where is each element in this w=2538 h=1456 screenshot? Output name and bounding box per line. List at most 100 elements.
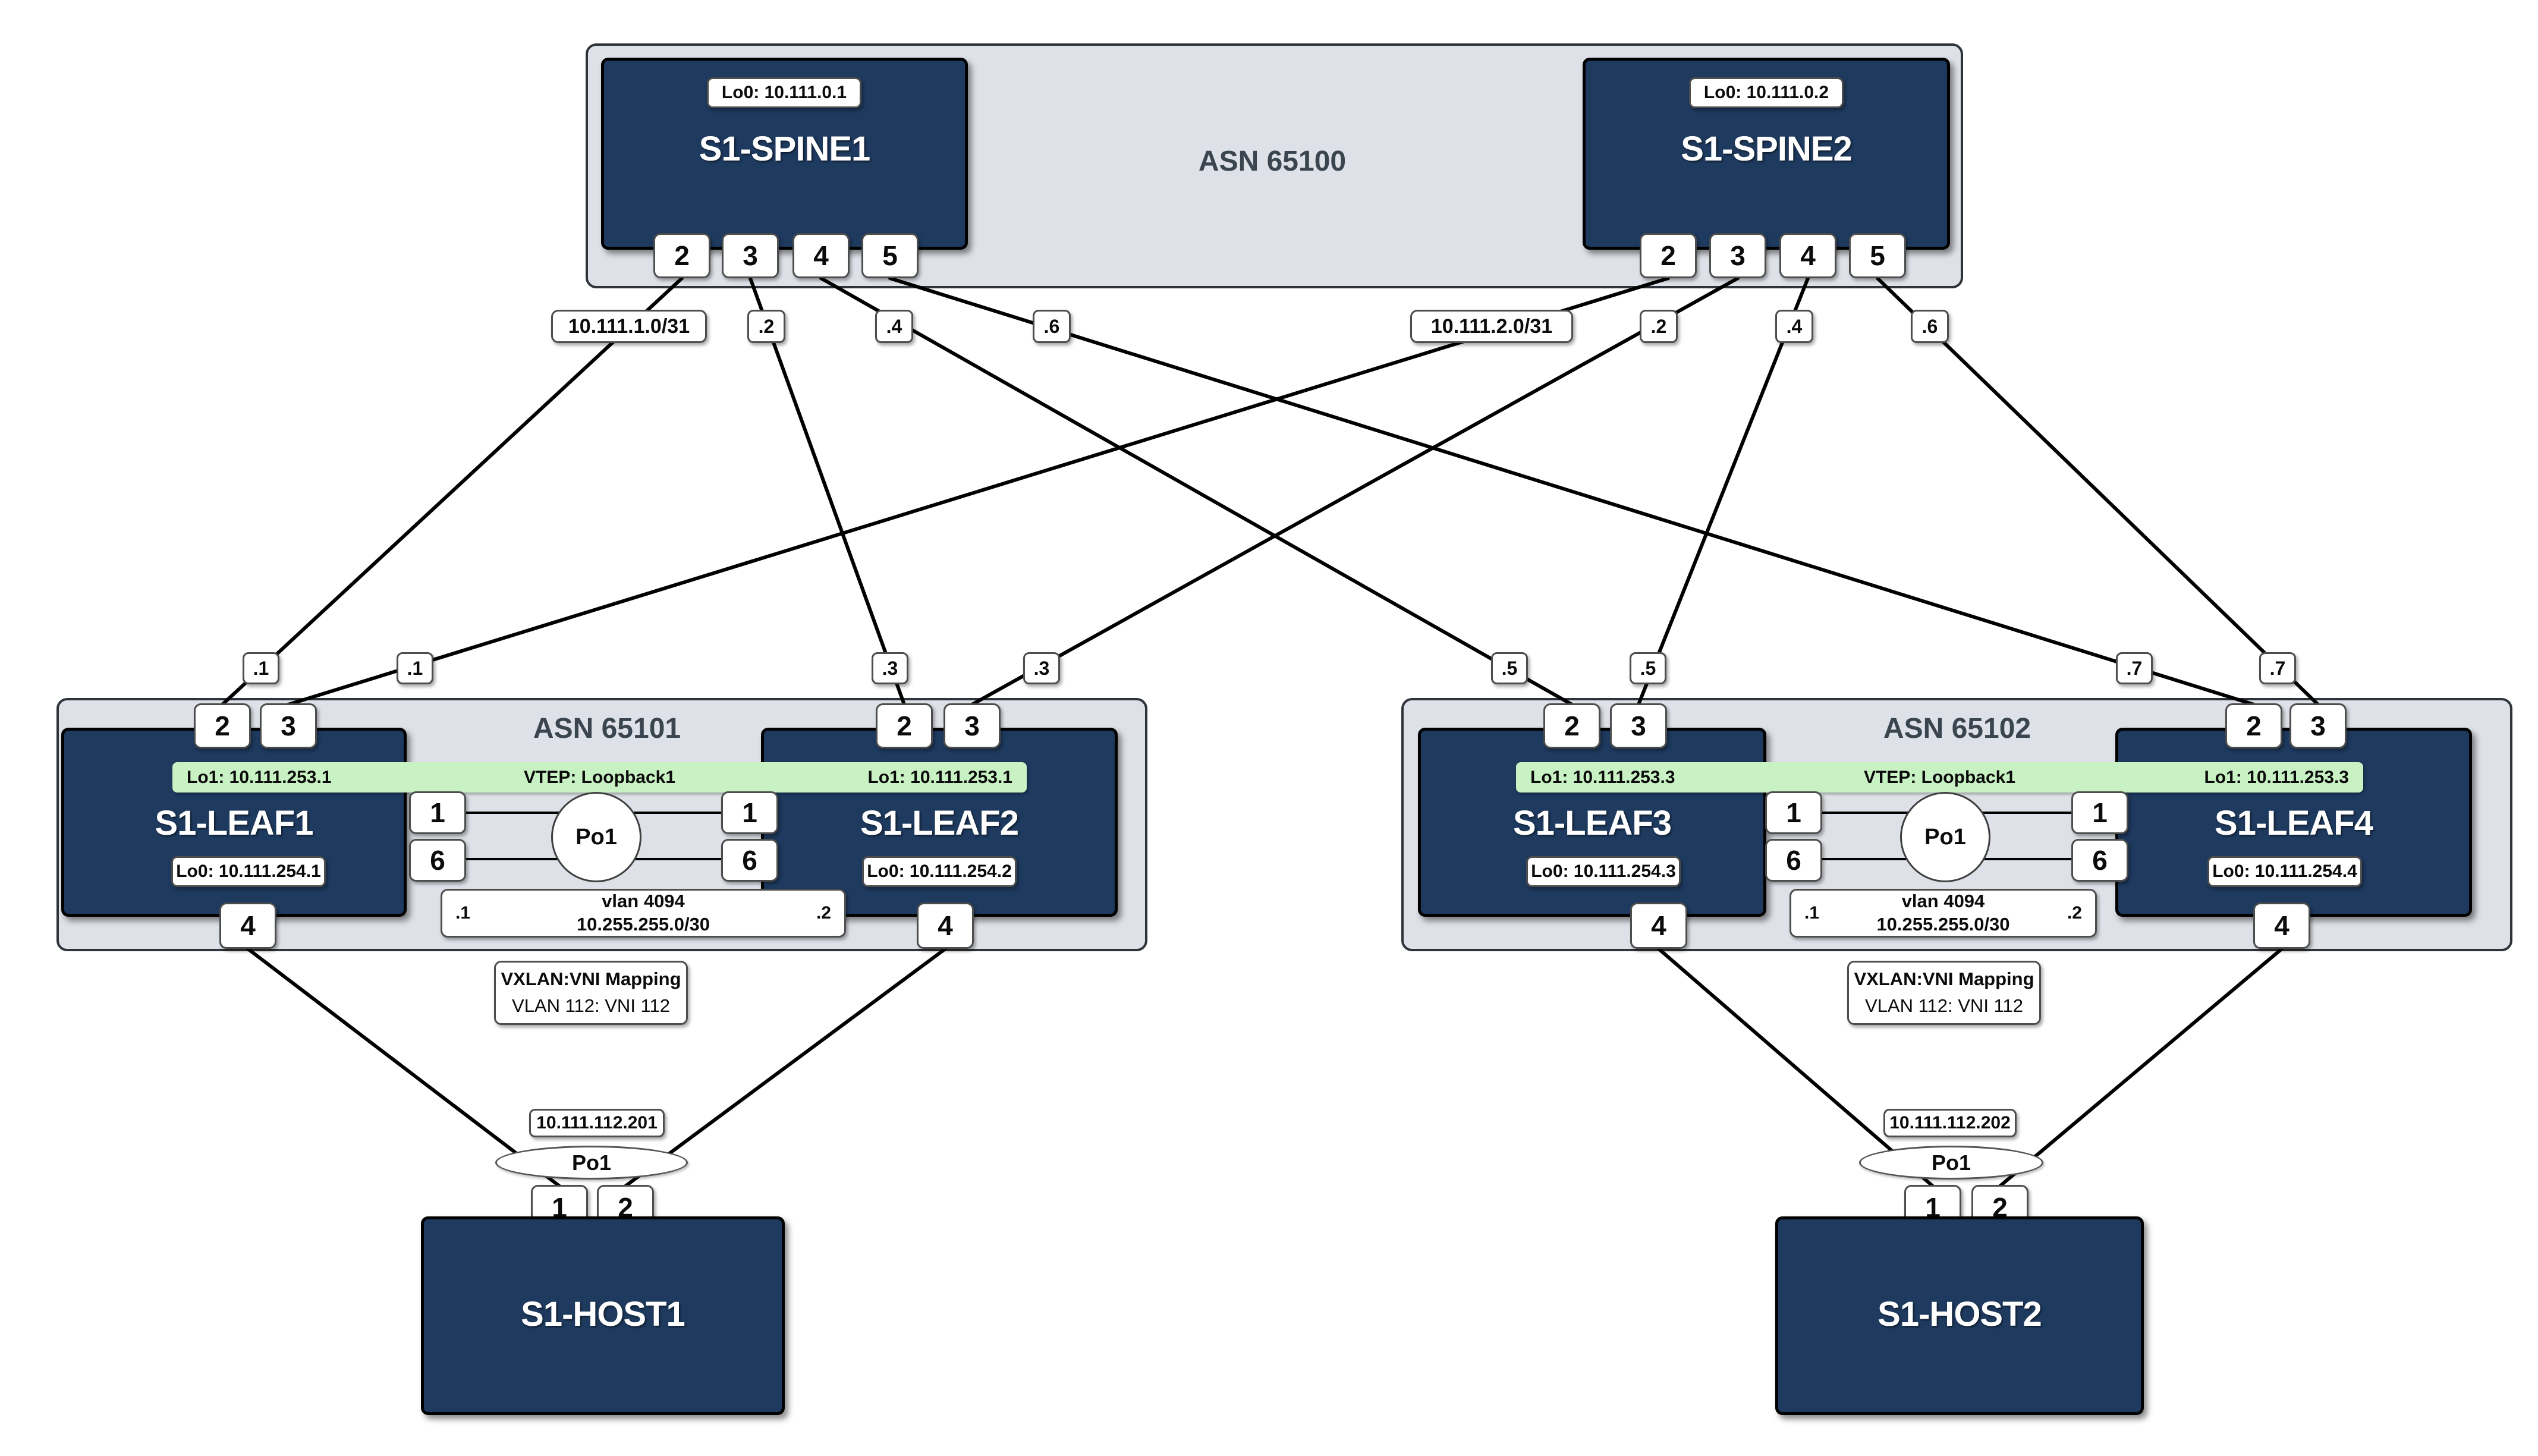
- leaf4-loopback1-label: Lo1: 10.111.253.3: [2204, 767, 2349, 787]
- leaf2-port-1: 1: [721, 791, 778, 834]
- link-spine2p4-leaf3p3: [1637, 276, 1810, 706]
- pod1-peerlink-po1: Po1: [551, 792, 641, 882]
- pod1-vxlan-mapping: VLAN 112: VNI 112: [512, 995, 670, 1016]
- host2-node: [1775, 1216, 2144, 1415]
- uplink-octet-s1-2: .2: [747, 310, 785, 343]
- pod1-vtep-bar: Lo1: 10.111.253.1 VTEP: Loopback1 Lo1: 1…: [172, 762, 1027, 793]
- link-spine1p5-leaf4p2: [888, 276, 2256, 706]
- leaf4-loopback0-label: Lo0: 10.111.254.4: [2207, 856, 2362, 887]
- spine1-port-4: 4: [792, 233, 850, 278]
- spine2-title: S1-SPINE2: [1681, 129, 1853, 168]
- leaf2-octet-b: .3: [1023, 652, 1060, 684]
- leaf3-port-4: 4: [1630, 902, 1687, 949]
- pod1-vxlan-title: VXLAN:VNI Mapping: [501, 968, 681, 990]
- leaf4-port-6: 6: [2071, 839, 2128, 882]
- pod1-vxlan-mapping-box: VXLAN:VNI Mapping VLAN 112: VNI 112: [494, 961, 688, 1025]
- pod1-peer-vlan-subnet: 10.255.255.0/30: [576, 914, 710, 935]
- pod2-peer-vlan-left-octet: .1: [1804, 903, 1820, 923]
- leaf1-port-6: 6: [409, 839, 466, 882]
- pod2-peer-vlan-subnet: 10.255.255.0/30: [1876, 914, 2010, 935]
- pod2-peer-vlan-text: vlan 4094 10.255.255.0/30: [1819, 890, 2067, 936]
- spine1-port-3: 3: [722, 233, 779, 278]
- leaf3-loopback1-label: Lo1: 10.111.253.3: [1530, 767, 1675, 787]
- leaf4-octet-b: .7: [2259, 652, 2296, 684]
- leaf3-octet-a: .5: [1491, 652, 1528, 684]
- host1-title: S1-HOST1: [521, 1294, 685, 1334]
- leaf3-port-2: 2: [1543, 703, 1600, 749]
- pod1-peer-vlan-box: .1 vlan 4094 10.255.255.0/30 .2: [441, 889, 846, 938]
- leaf4-port-3: 3: [2289, 703, 2347, 749]
- spine1-loopback0-label: Lo0: 10.111.0.1: [707, 77, 861, 108]
- uplink-octet-s2-4: .4: [1775, 310, 1813, 343]
- uplink-subnet-left: 10.111.1.0/31: [551, 310, 707, 343]
- uplink-subnet-right: 10.111.2.0/31: [1410, 310, 1573, 343]
- leaf3-title: S1-LEAF3: [1513, 803, 1672, 842]
- pod2-peerlink-po1: Po1: [1900, 792, 1990, 882]
- leaf4-port-1: 1: [2071, 791, 2128, 834]
- spine1-title: S1-SPINE1: [699, 129, 871, 168]
- uplink-octet-s2-2: .2: [1640, 310, 1678, 343]
- pod2-asn-label: ASN 65102: [1883, 712, 2031, 744]
- spine2-port-5: 5: [1849, 233, 1906, 278]
- spine-asn-label: ASN 65100: [1198, 145, 1347, 177]
- pod1-asn-label: ASN 65101: [533, 712, 681, 744]
- pod1-peer-vlan-left-octet: .1: [455, 903, 471, 923]
- host1-po1: Po1: [495, 1146, 688, 1180]
- spine2-port-3: 3: [1709, 233, 1766, 278]
- link-leaf2p4-host1: [624, 947, 947, 1188]
- leaf3-loopback0-label: Lo0: 10.111.254.3: [1526, 856, 1681, 887]
- pod2-vxlan-mapping-box: VXLAN:VNI Mapping VLAN 112: VNI 112: [1847, 961, 2041, 1025]
- leaf2-octet-a: .3: [872, 652, 908, 684]
- pod1-peer-vlan-id: vlan 4094: [602, 891, 685, 912]
- leaf1-port-3: 3: [260, 703, 317, 749]
- pod2-peer-vlan-box: .1 vlan 4094 10.255.255.0/30 .2: [1790, 889, 2097, 938]
- spine2-port-2: 2: [1640, 233, 1697, 278]
- link-leaf4p4-host2: [1998, 947, 2284, 1188]
- uplink-octet-s2-6: .6: [1911, 310, 1949, 343]
- host1-node: [421, 1216, 785, 1415]
- leaf1-loopback1-label: Lo1: 10.111.253.1: [187, 767, 332, 787]
- leaf2-loopback0-label: Lo0: 10.111.254.2: [862, 856, 1017, 887]
- pod2-vxlan-title: VXLAN:VNI Mapping: [1854, 968, 2034, 990]
- leaf3-port-3: 3: [1610, 703, 1667, 749]
- leaf3-octet-b: .5: [1630, 652, 1666, 684]
- link-leaf3p4-host2: [1657, 947, 1935, 1188]
- spine1-port-5: 5: [861, 233, 919, 278]
- host2-po1: Po1: [1859, 1146, 2043, 1180]
- leaf1-octet-a: .1: [243, 652, 279, 684]
- leaf4-port-2: 2: [2225, 703, 2282, 749]
- leaf1-octet-b: .1: [397, 652, 433, 684]
- link-leaf1p4-host1: [246, 947, 561, 1188]
- leaf2-loopback1-label: Lo1: 10.111.253.1: [867, 767, 1012, 787]
- leaf1-port-1: 1: [409, 791, 466, 834]
- host2-ip-label: 10.111.112.202: [1883, 1109, 2017, 1137]
- pod2-peer-vlan-id: vlan 4094: [1901, 891, 1985, 912]
- pod2-peer-vlan-right-octet: .2: [2067, 903, 2082, 923]
- link-spine1p3-leaf2p2: [748, 276, 906, 706]
- leaf4-title: S1-LEAF4: [2215, 803, 2373, 842]
- link-spine2p5-leaf4p3: [1876, 276, 2320, 706]
- leaf1-port-4: 4: [219, 902, 276, 949]
- leaf2-port-3: 3: [944, 703, 1001, 749]
- leaf3-port-1: 1: [1765, 791, 1822, 834]
- leaf1-loopback0-label: Lo0: 10.111.254.1: [171, 856, 326, 887]
- link-spine1p2-leaf1p2: [221, 276, 684, 706]
- leaf3-port-6: 6: [1765, 839, 1822, 882]
- pod1-vtep-label: VTEP: Loopback1: [523, 767, 676, 787]
- uplink-octet-s1-4: .4: [875, 310, 913, 343]
- leaf1-port-2: 2: [194, 703, 251, 749]
- pod1-peer-vlan-right-octet: .2: [816, 903, 831, 923]
- link-spine2p2-leaf1p3: [287, 276, 1670, 706]
- pod1-peer-vlan-text: vlan 4094 10.255.255.0/30: [470, 890, 816, 936]
- pod2-vtep-label: VTEP: Loopback1: [1863, 767, 2016, 787]
- leaf2-port-2: 2: [876, 703, 933, 749]
- spine2-loopback0-label: Lo0: 10.111.0.2: [1689, 77, 1844, 108]
- host2-title: S1-HOST2: [1877, 1294, 2042, 1334]
- spine1-port-2: 2: [653, 233, 710, 278]
- host1-ip-label: 10.111.112.201: [529, 1109, 665, 1137]
- link-spine2p3-leaf2p3: [970, 276, 1740, 706]
- leaf2-title: S1-LEAF2: [860, 803, 1019, 842]
- leaf2-port-6: 6: [721, 839, 778, 882]
- leaf4-octet-a: .7: [2116, 652, 2153, 684]
